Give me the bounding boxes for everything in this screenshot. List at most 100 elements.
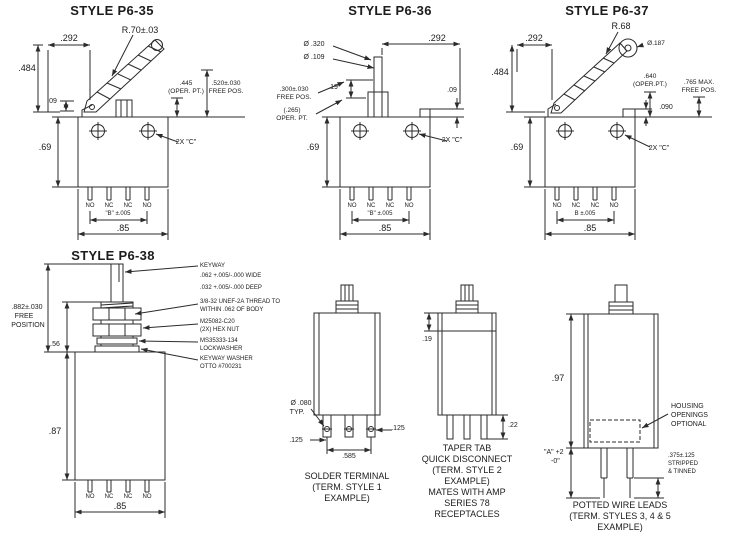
p637-free-label: FREE POS.	[681, 87, 717, 94]
solder-dims	[310, 408, 392, 454]
p636-free-value-label: .300±.030	[279, 86, 309, 93]
p638-terminal-label: NC	[104, 494, 114, 500]
p635-terminal-label: NC	[123, 203, 133, 209]
p638-hex-nut-label: (2X) HEX NUT	[200, 327, 240, 333]
p637-terminal-label: NO	[609, 203, 619, 209]
p637-dims	[506, 31, 712, 240]
p636-dim-19-label: .19	[328, 84, 338, 91]
p635-lever	[83, 39, 165, 113]
p636-oper-label: OPER. PT.	[276, 115, 308, 122]
p638-dim-85-label: .85	[113, 501, 127, 511]
p635-body-outline	[77, 116, 169, 188]
p635-terminal-pins	[87, 187, 150, 201]
potted-housing-label: HOUSING	[671, 403, 704, 410]
solder-body-outline	[313, 312, 381, 416]
p635-dims	[33, 34, 245, 240]
p636-terminal-pins	[349, 187, 412, 201]
p638-terminal-label: NO	[85, 494, 95, 500]
p638-thread-note-label: 3/8-32 UNEF-2A THREAD TO	[200, 299, 281, 305]
potted-wire-lead	[600, 448, 608, 498]
taper-dim-19-label: .19	[422, 336, 432, 343]
p637-dim-292-label: .292	[525, 33, 543, 43]
p635-oper-label: (OPER. PT.)	[168, 88, 204, 95]
potted-caption: POTTED WIRE LEADS	[572, 500, 668, 510]
potted-dim-97-label: .97	[551, 373, 565, 383]
p637-drawing	[506, 31, 712, 240]
p638-terminal-label: NO	[142, 494, 152, 500]
p638-dim-56-label: .56	[50, 341, 60, 348]
p638-hex-nut-label: M25082-C20	[200, 319, 235, 325]
p636-dim-b-label: "B" ±.005	[367, 211, 393, 217]
taper-tab-terminal	[480, 414, 488, 440]
taper-boot	[455, 300, 479, 314]
p638-dim-87-label: .87	[48, 426, 62, 436]
p636-dim-69-label: .69	[306, 142, 320, 152]
p637-title: STYLE P6-37	[565, 3, 649, 18]
p638-lockwasher	[96, 337, 138, 345]
p636-dia-320-label: Ø .320	[303, 41, 325, 48]
p638-keyway-deep-label: .032 +.005/-.000 DEEP	[200, 285, 262, 291]
p636-top-step	[419, 108, 431, 118]
p635-drawing	[33, 34, 245, 240]
potted-boot	[608, 301, 634, 315]
p635-terminal-label: NC	[104, 203, 114, 209]
p638-keyway-wide-label: .062 +.005/-.000 WIDE	[200, 273, 262, 279]
taper-caption: SERIES 78	[444, 498, 490, 508]
potted-housing-label: OPTIONAL	[671, 421, 707, 428]
p638-terminal-label: NC	[123, 494, 133, 500]
p636-dim-09-label: .09	[447, 87, 457, 94]
p637-terminal-label: NC	[590, 203, 600, 209]
p637-terminal-label: NO	[552, 203, 562, 209]
p636-terminal-label: NC	[385, 203, 395, 209]
p637-lever	[550, 42, 628, 114]
p636-holes-label: 2X "C"	[441, 137, 463, 144]
p635-dim-69-label: .69	[38, 142, 52, 152]
taper-body-outline	[437, 312, 497, 416]
p636-drawing	[315, 41, 464, 240]
p637-holes-label: 2X "C"	[648, 145, 670, 152]
taper-caption: QUICK DISCONNECT	[421, 454, 513, 464]
p638-free-position-label: POSITION	[11, 322, 45, 329]
p637-body-outline	[544, 116, 636, 188]
p635-lever-pivot	[89, 104, 95, 110]
p635-dim-292-label: .292	[60, 33, 78, 43]
potted-caption: (TERM. STYLES 3, 4 & 5	[569, 511, 671, 521]
p635-terminal-label: NO	[142, 203, 152, 209]
p638-body-outline	[74, 351, 166, 481]
p636-dim-292-label: .292	[428, 33, 446, 43]
potted-dims	[566, 313, 669, 499]
p635-oper-value-label: .445	[179, 80, 193, 87]
p636-body-outline	[339, 116, 431, 188]
p637-dim-69-label: .69	[510, 142, 524, 152]
p636-dims	[315, 41, 464, 240]
p636-plunger-collar	[367, 91, 389, 118]
p636-terminal-label: NO	[347, 203, 357, 209]
taper-caption: MATES WITH AMP	[428, 487, 506, 497]
p635-dim-85-label: .85	[116, 223, 130, 233]
taper-plunger	[460, 284, 474, 302]
p637-oper-value-label: .640	[643, 73, 657, 80]
taper-caption: RECEPTACLES	[434, 509, 500, 519]
p636-terminal-label: NC	[366, 203, 376, 209]
p638-keyway-washer-label: OTTO #700231	[200, 364, 242, 370]
p635-dim-b-label: "B" ±.005	[105, 211, 131, 217]
p638-terminal-pins	[87, 480, 150, 493]
solder-typ-label: TYP.	[289, 409, 305, 416]
potted-wire-lead	[626, 448, 634, 498]
p635-terminal-label: NO	[85, 203, 95, 209]
potted-plunger	[614, 284, 628, 303]
solder-dim-585-label: .585	[342, 453, 356, 460]
p638-hex-nut	[92, 323, 142, 337]
solder-dim-125-right-label: .125	[391, 425, 405, 432]
p638-keyway-label: KEYWAY	[200, 263, 226, 269]
p635-plunger	[115, 99, 133, 118]
p637-top-step	[622, 108, 636, 118]
p636-dia-109-label: Ø .109	[303, 54, 325, 61]
solder-caption: SOLDER TERMINAL	[304, 471, 390, 481]
p637-free-value-label: .765 MAX.	[683, 79, 715, 86]
p637-dia-187-label: Ø.187	[647, 40, 665, 47]
p638-keyway-washer-label: KEYWAY WASHER	[200, 356, 253, 362]
taper-dims	[424, 312, 508, 440]
